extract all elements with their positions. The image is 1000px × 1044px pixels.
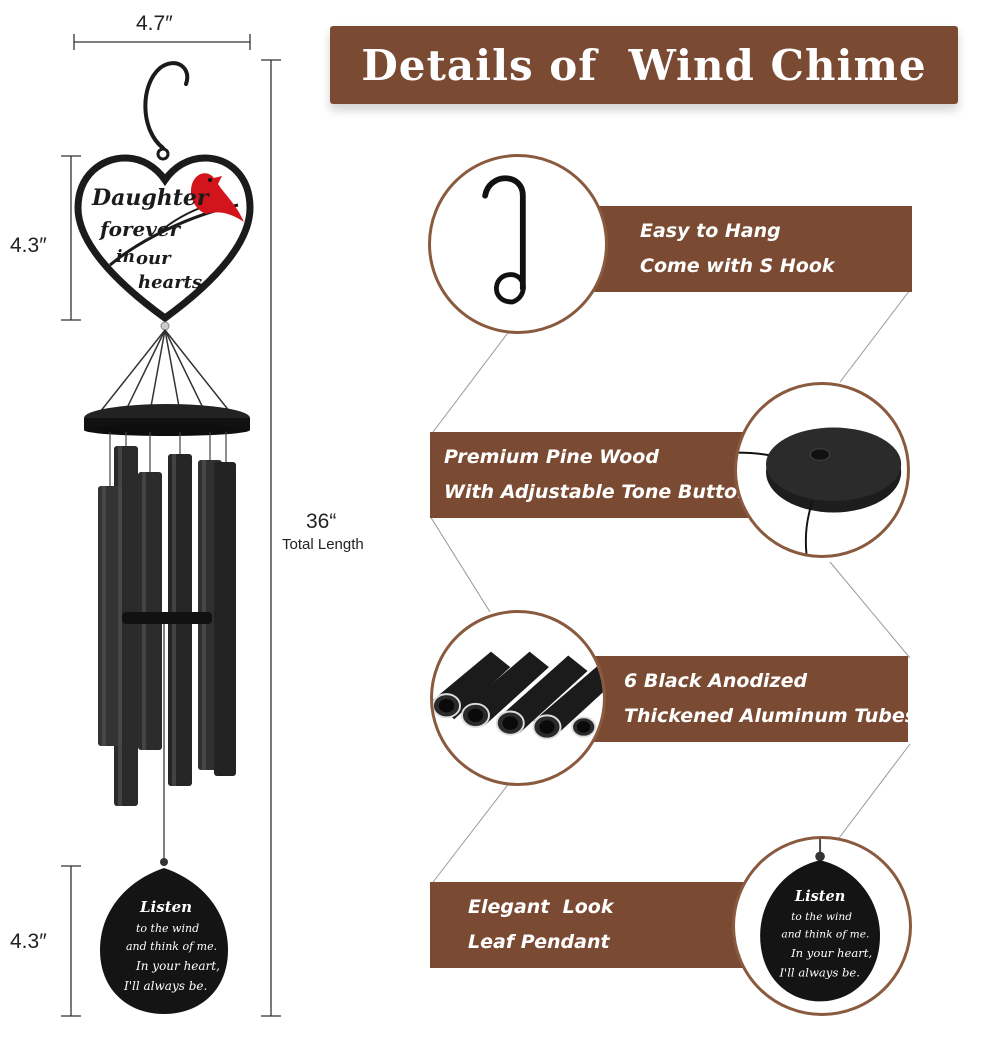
feature-band-wood: Premium Pine Wood With Adjustable Tone B… <box>430 432 770 518</box>
wood-top-icon <box>737 427 902 555</box>
product-illustration: 4.7″ 4.3″ 36“ Total Length 4.3″ Da <box>0 0 390 1044</box>
leaf-pendant <box>100 868 228 1014</box>
heart-text-line2: forever <box>98 217 182 241</box>
feature-tubes-line2: Thickened Aluminum Tubes <box>624 705 917 727</box>
feature-hook-line1: Easy to Hang <box>640 220 781 242</box>
feature-circle-pendant: Listen to the wind and think of me. In y… <box>732 836 912 1016</box>
bottom-height-dimension-label: 4.3″ <box>10 930 47 953</box>
pendant-detail-line2: to the wind <box>791 910 852 923</box>
feature-pendant-line2: Leaf Pendant <box>468 931 610 953</box>
pendant-detail-line4: In your heart, <box>790 946 872 960</box>
heart-text-line5: hearts <box>138 272 202 293</box>
heart-text-line1: Daughter <box>91 185 210 211</box>
top-height-dimension-label: 4.3″ <box>10 234 47 257</box>
feature-circle-tubes <box>430 610 606 786</box>
pendant-detail-line1: Listen <box>794 888 845 905</box>
top-height-dimension-line <box>61 155 81 321</box>
feature-band-tubes: 6 Black Anodized Thickened Aluminum Tube… <box>560 656 917 742</box>
feature-band-hook: Easy to Hang Come with S Hook <box>560 206 912 292</box>
pendant-detail-line3: and think of me. <box>781 928 869 941</box>
bottom-height-dimension-line <box>61 865 81 1017</box>
heart-text-line3: in <box>116 247 135 267</box>
aluminum-tubes <box>98 446 236 806</box>
feature-circle-wood <box>734 382 910 558</box>
s-hook <box>143 61 190 150</box>
cardinal-bird <box>190 173 244 222</box>
pendant-text-line1: Listen <box>139 898 192 916</box>
striker <box>122 612 212 624</box>
pendant-detail-line5: I'll always be. <box>778 965 859 979</box>
pendant-text-line4: In your heart, <box>135 959 220 973</box>
feature-wood-line1: Premium Pine Wood <box>444 446 659 468</box>
leaf-pendant-icon: Listen to the wind and think of me. In y… <box>760 839 880 1002</box>
total-length-caption: Total Length <box>282 536 364 553</box>
feature-circle-hook <box>428 154 608 334</box>
heart-text-line4: our <box>136 248 172 269</box>
feature-hook-line2: Come with S Hook <box>640 255 835 277</box>
total-length-value: 36“ <box>306 510 337 533</box>
feature-wood-line2: With Adjustable Tone Button <box>444 481 751 503</box>
connector-lines <box>429 290 911 887</box>
pendant-text-line3: and think of me. <box>126 940 217 953</box>
total-length-dimension-line <box>261 59 281 1017</box>
tubes-icon <box>433 651 603 740</box>
feature-pendant-line1: Elegant Look <box>468 896 614 918</box>
page-title: Details of Wind Chime <box>361 40 927 90</box>
width-dimension-line <box>73 34 251 50</box>
s-hook-icon <box>482 175 526 305</box>
pendant-text-line2: to the wind <box>136 922 199 935</box>
wind-chime-drawing: Daughter forever in our hearts <box>74 61 254 1014</box>
width-dimension-label: 4.7″ <box>136 12 173 35</box>
title-banner: Details of Wind Chime <box>330 26 958 104</box>
feature-tubes-line1: 6 Black Anodized <box>624 670 808 692</box>
feature-band-pendant: Elegant Look Leaf Pendant <box>430 882 770 968</box>
pendant-text-line5: I'll always be. <box>123 979 207 993</box>
